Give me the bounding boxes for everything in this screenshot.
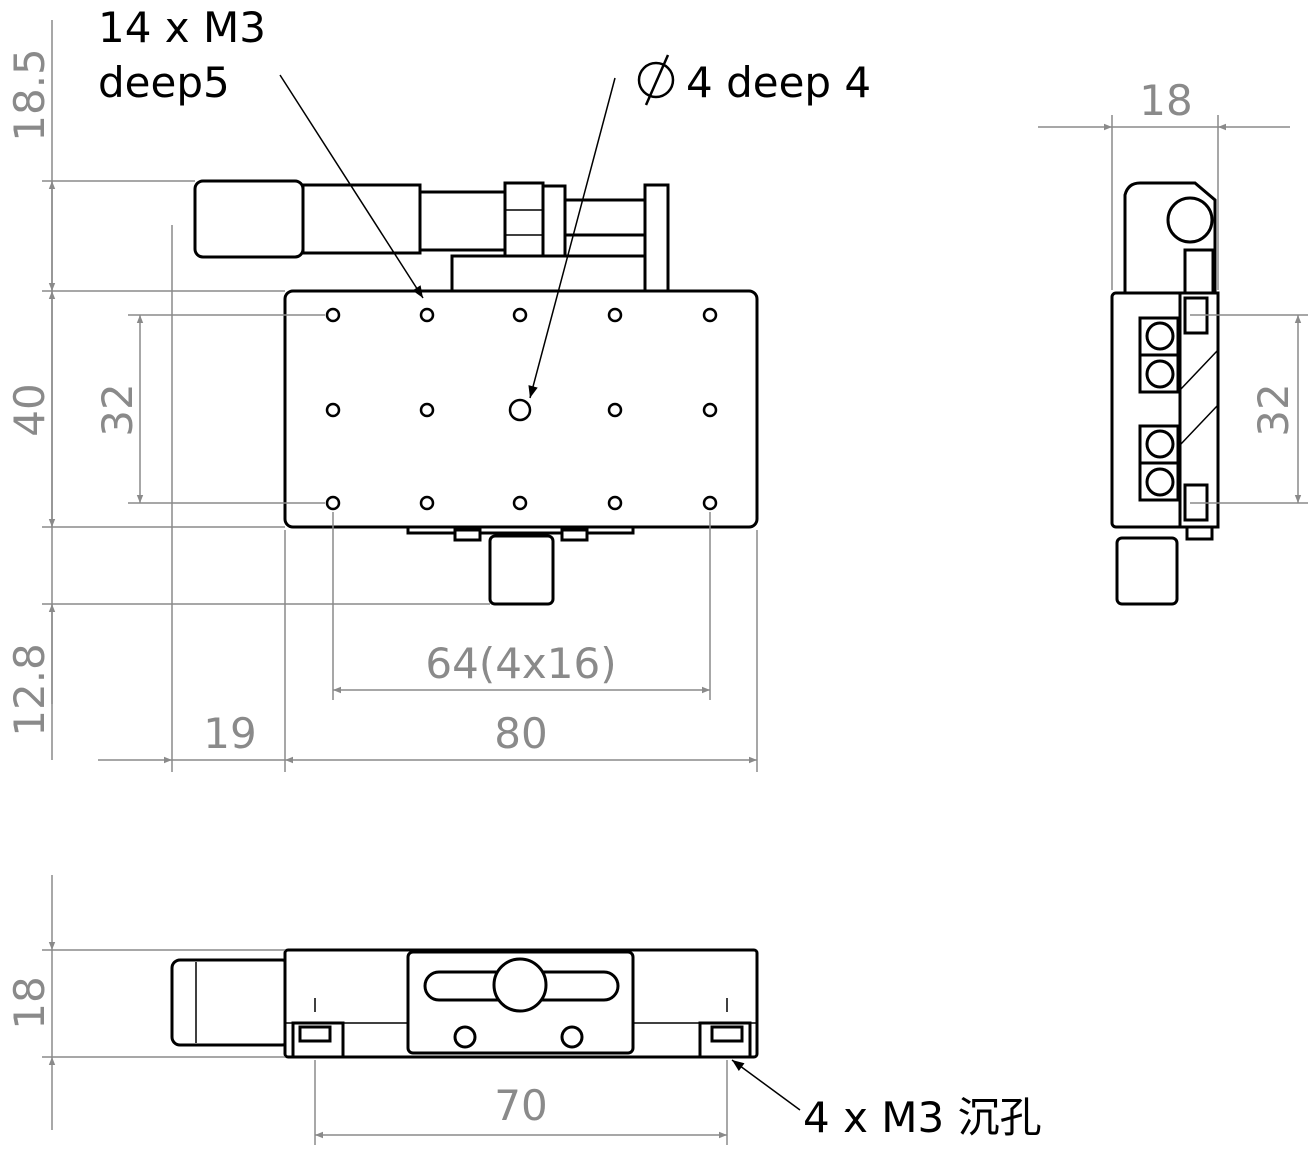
dim-70: 70 [494,1081,547,1130]
dim-18-front: 18 [5,976,54,1029]
front-view [170,948,759,1059]
dim-18-5: 18.5 [5,48,54,142]
side-view-dimensions: 18 32 [1038,76,1308,504]
annotations: 14 x M3 deep5 4 deep 4 [98,3,871,399]
note-holes-depth: deep5 [98,58,230,107]
dim-32-top: 32 [93,383,142,436]
dim-80: 80 [494,709,547,758]
center-hole [508,398,532,422]
top-view-dimensions: 18.5 40 12.8 32 19 80 64(4x16) [5,20,758,772]
dim-64: 64(4x16) [425,639,616,688]
dim-18-side: 18 [1139,76,1192,125]
side-view [1110,181,1220,606]
lock-knob [488,534,555,606]
mounting-holes [325,307,718,511]
note-center-hole: 4 deep 4 [686,58,871,107]
front-view-dimensions: 18 70 4 x M3 沉孔 [5,875,1042,1145]
dim-40: 40 [5,383,54,436]
note-holes-count: 14 x M3 [98,3,266,52]
note-counterbore: 4 x M3 沉孔 [803,1093,1042,1142]
diameter-icon [637,54,675,106]
dim-32-side: 32 [1249,383,1298,436]
dim-12-8: 12.8 [5,643,54,737]
micrometer-head [193,179,670,293]
top-view [193,179,759,606]
dim-19: 19 [203,709,256,758]
